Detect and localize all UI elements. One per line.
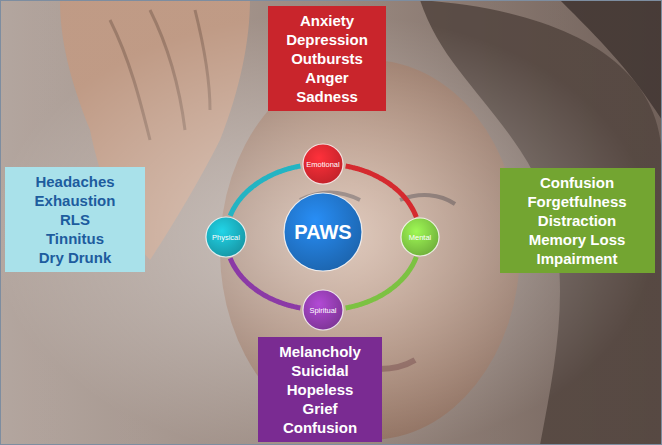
- category-circle: Mental: [400, 217, 440, 257]
- ring-arc: [346, 166, 417, 217]
- circle-shape: [206, 217, 246, 257]
- symptom-text: RLS: [60, 210, 90, 229]
- symptom-text: Hopeless: [287, 380, 354, 399]
- symptom-text: Anger: [305, 68, 348, 87]
- symptom-text: Confusion: [283, 418, 357, 437]
- symptom-box: ConfusionForgetfulnessDistractionMemory …: [500, 168, 655, 273]
- symptom-text: Grief: [302, 399, 337, 418]
- symptom-text: Outbursts: [291, 49, 363, 68]
- symptom-text: Anxiety: [300, 11, 354, 30]
- symptom-box: AnxietyDepressionOutburstsAngerSadness: [268, 6, 386, 111]
- category-circle: Spiritual: [302, 289, 344, 331]
- circle-label: Spiritual: [309, 306, 336, 315]
- symptom-text: Forgetfulness: [527, 192, 626, 211]
- symptom-text: Confusion: [540, 173, 614, 192]
- symptom-box: HeadachesExhaustionRLSTinnitusDry Drunk: [5, 167, 145, 272]
- circle-label: Physical: [212, 233, 240, 242]
- symptom-text: Exhaustion: [35, 191, 116, 210]
- symptom-text: Suicidal: [291, 361, 349, 380]
- symptom-text: Depression: [286, 30, 368, 49]
- symptom-text: Headaches: [35, 172, 114, 191]
- circle-shape: [303, 144, 343, 184]
- circle-shape: [284, 193, 362, 271]
- symptom-text: Impairment: [537, 249, 618, 268]
- symptom-text: Tinnitus: [46, 229, 104, 248]
- category-circle: Physical: [205, 216, 247, 258]
- ring-arc: [346, 257, 417, 308]
- center-circle: PAWS: [283, 192, 363, 272]
- symptom-text: Melancholy: [279, 342, 361, 361]
- symptom-text: Dry Drunk: [39, 248, 112, 267]
- symptom-box: MelancholySuicidalHopelessGriefConfusion: [258, 337, 382, 442]
- symptom-text: Memory Loss: [529, 230, 626, 249]
- circle-label: PAWS: [294, 221, 351, 244]
- circle-shape: [303, 290, 343, 330]
- ring-arc: [230, 166, 300, 216]
- circle-shape: [401, 218, 439, 256]
- circle-label: Emotional: [306, 160, 339, 169]
- category-circle: Emotional: [302, 143, 344, 185]
- symptom-text: Distraction: [538, 211, 616, 230]
- ring-arc: [230, 258, 300, 308]
- circle-label: Mental: [409, 233, 432, 242]
- symptom-text: Sadness: [296, 87, 358, 106]
